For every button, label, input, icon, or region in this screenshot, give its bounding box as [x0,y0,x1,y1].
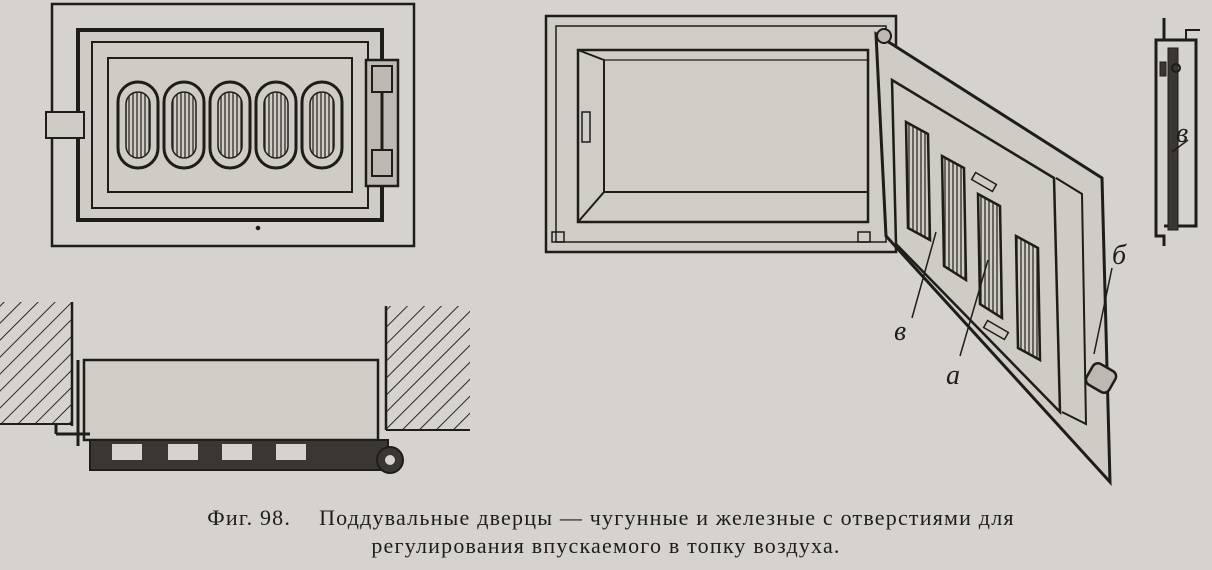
figure-caption: Фиг. 98. Поддувальные дверцы — чугунные и… [0,504,1212,560]
caption-text-1: Поддувальные дверцы — чугунные и железны… [319,505,1015,530]
oval-air-openings [116,80,344,170]
door-slots [904,119,1042,363]
label-v-door: в [894,316,906,347]
iron-door-open-view [544,14,1118,486]
label-a: а [946,360,960,391]
cast-iron-door-front-view [45,2,416,248]
iron-door-side-section [1154,18,1200,246]
label-v-side: в [1176,118,1188,149]
door-plan-section [0,302,470,474]
label-b: б [1112,240,1127,271]
caption-line-2: регулирования впускаемого в топку воздух… [371,533,841,558]
figure-drawing: в в а б [0,2,1200,486]
caption-line-1: Фиг. 98. Поддувальные дверцы — чугунные и… [0,504,1212,532]
figure-number: Фиг. 98. [207,505,292,530]
